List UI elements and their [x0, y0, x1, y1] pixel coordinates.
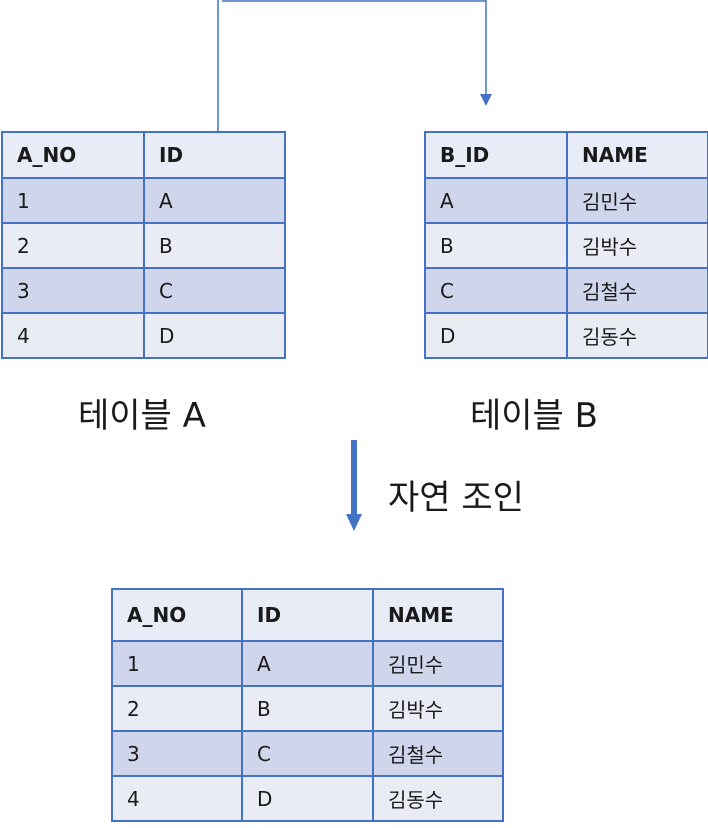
header-cell: A_NO	[111, 588, 243, 642]
table-row: 2 B 김박수	[111, 685, 504, 732]
table-row: 3 C 김철수	[111, 730, 504, 777]
table-header-row: A_NO ID	[1, 131, 286, 179]
table-b: B_ID NAME A 김민수 B 김박수 C 김철수 D 김동수	[424, 131, 708, 359]
table-row: C 김철수	[424, 267, 708, 314]
table-cell: 김박수	[566, 222, 708, 269]
join-arrow	[346, 440, 362, 531]
table-cell: D	[241, 775, 374, 822]
table-row: 1 A	[1, 177, 286, 224]
table-a: A_NO ID 1 A 2 B 3 C 4 D	[1, 131, 286, 359]
table-row: 1 A 김민수	[111, 640, 504, 687]
table-cell: D	[143, 312, 286, 359]
table-cell: B	[424, 222, 568, 269]
table-cell: 3	[111, 730, 243, 777]
table-cell: 김민수	[372, 640, 504, 687]
result-table: A_NO ID NAME 1 A 김민수 2 B 김박수 3 C 김철수 4 D…	[111, 588, 504, 822]
header-cell: NAME	[566, 131, 708, 179]
header-cell: NAME	[372, 588, 504, 642]
table-cell: 3	[1, 267, 145, 314]
table-a-caption: 테이블 A	[78, 396, 206, 436]
table-row: 4 D 김동수	[111, 775, 504, 822]
table-row: 4 D	[1, 312, 286, 359]
table-cell: A	[424, 177, 568, 224]
table-row: B 김박수	[424, 222, 708, 269]
table-cell: 4	[111, 775, 243, 822]
table-cell: C	[424, 267, 568, 314]
table-cell: 김박수	[372, 685, 504, 732]
table-cell: 김동수	[566, 312, 708, 359]
table-cell: 김동수	[372, 775, 504, 822]
table-cell: 2	[1, 222, 145, 269]
table-cell: 2	[111, 685, 243, 732]
header-cell: A_NO	[1, 131, 145, 179]
table-header-row: A_NO ID NAME	[111, 588, 504, 642]
table-row: D 김동수	[424, 312, 708, 359]
table-row: 3 C	[1, 267, 286, 314]
table-cell: 김민수	[566, 177, 708, 224]
table-cell: D	[424, 312, 568, 359]
table-cell: C	[143, 267, 286, 314]
table-link-connector	[217, 0, 492, 131]
table-cell: 김철수	[372, 730, 504, 777]
table-cell: 4	[1, 312, 145, 359]
table-cell: B	[241, 685, 374, 732]
table-cell: B	[143, 222, 286, 269]
table-cell: 김철수	[566, 267, 708, 314]
table-header-row: B_ID NAME	[424, 131, 708, 179]
table-cell: A	[143, 177, 286, 224]
table-row: A 김민수	[424, 177, 708, 224]
header-cell: ID	[241, 588, 374, 642]
table-b-caption: 테이블 B	[470, 396, 598, 436]
header-cell: ID	[143, 131, 286, 179]
table-cell: 1	[111, 640, 243, 687]
header-cell: B_ID	[424, 131, 568, 179]
table-cell: A	[241, 640, 374, 687]
table-row: 2 B	[1, 222, 286, 269]
natural-join-label: 자연 조인	[388, 478, 524, 518]
table-cell: 1	[1, 177, 145, 224]
table-cell: C	[241, 730, 374, 777]
